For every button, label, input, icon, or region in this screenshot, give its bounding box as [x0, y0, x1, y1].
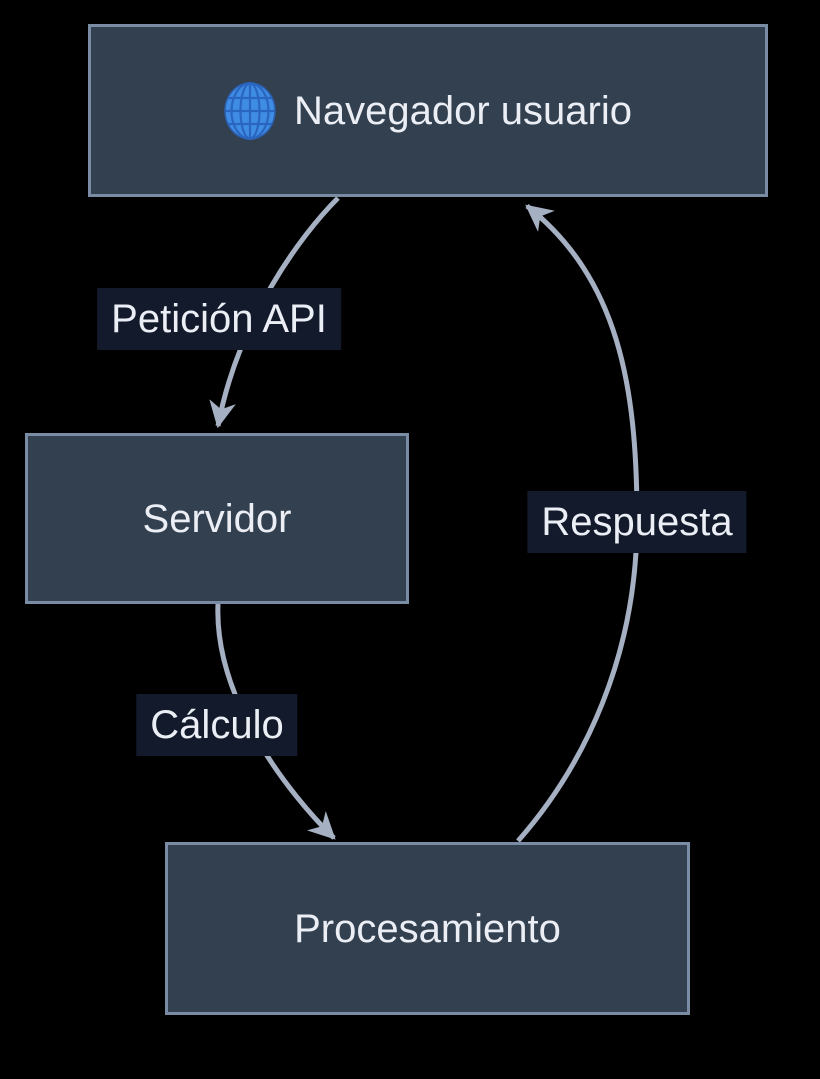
edge-label-peticion-api: Petición API — [97, 288, 341, 350]
node-servidor: Servidor — [25, 433, 409, 604]
node-procesamiento: Procesamiento — [165, 842, 690, 1015]
node-label: Servidor — [142, 496, 292, 541]
globe-icon — [224, 81, 276, 140]
edge-label-respuesta: Respuesta — [527, 491, 747, 553]
node-label: Procesamiento — [294, 906, 561, 951]
edge-label-calculo: Cálculo — [136, 694, 298, 756]
node-navegador-usuario: Navegador usuario — [88, 24, 768, 197]
edge-peticion-api — [209, 196, 340, 429]
node-label: Navegador usuario — [294, 88, 632, 133]
